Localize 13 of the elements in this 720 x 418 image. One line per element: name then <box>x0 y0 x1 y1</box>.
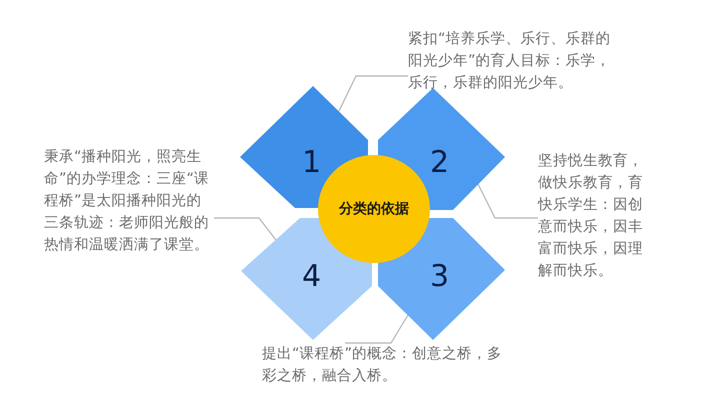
petal-number: 3 <box>430 262 450 292</box>
description-text: 紧扣“培养乐学、乐行、乐群的阳光少年”的育人目标：乐学，乐行，乐群的阳光少年。 <box>408 30 612 93</box>
description-text: 坚持悦生教育，做快乐教育，育快乐学生：因创意而快乐，因丰富而快乐，因理解而快乐。 <box>538 152 644 281</box>
leader-line <box>345 314 409 344</box>
leader-line <box>214 217 276 240</box>
description-text: 提出“课程桥”的概念：创意之桥，多彩之桥，融合入桥。 <box>262 344 504 386</box>
petal-number: 2 <box>430 148 450 178</box>
description-text: 秉承“播种阳光，照亮生命”的办学理念：三座“课程桥”是太阳播种阳光的三条轨迹：老师阳光般的热情和温暖洒满了课堂。 <box>44 148 210 255</box>
petal-number: 4 <box>302 262 322 292</box>
petal-number: 1 <box>302 148 322 178</box>
center-label: 分类的依据 <box>339 200 409 218</box>
leader-line <box>477 184 538 219</box>
leader-line <box>338 75 408 112</box>
